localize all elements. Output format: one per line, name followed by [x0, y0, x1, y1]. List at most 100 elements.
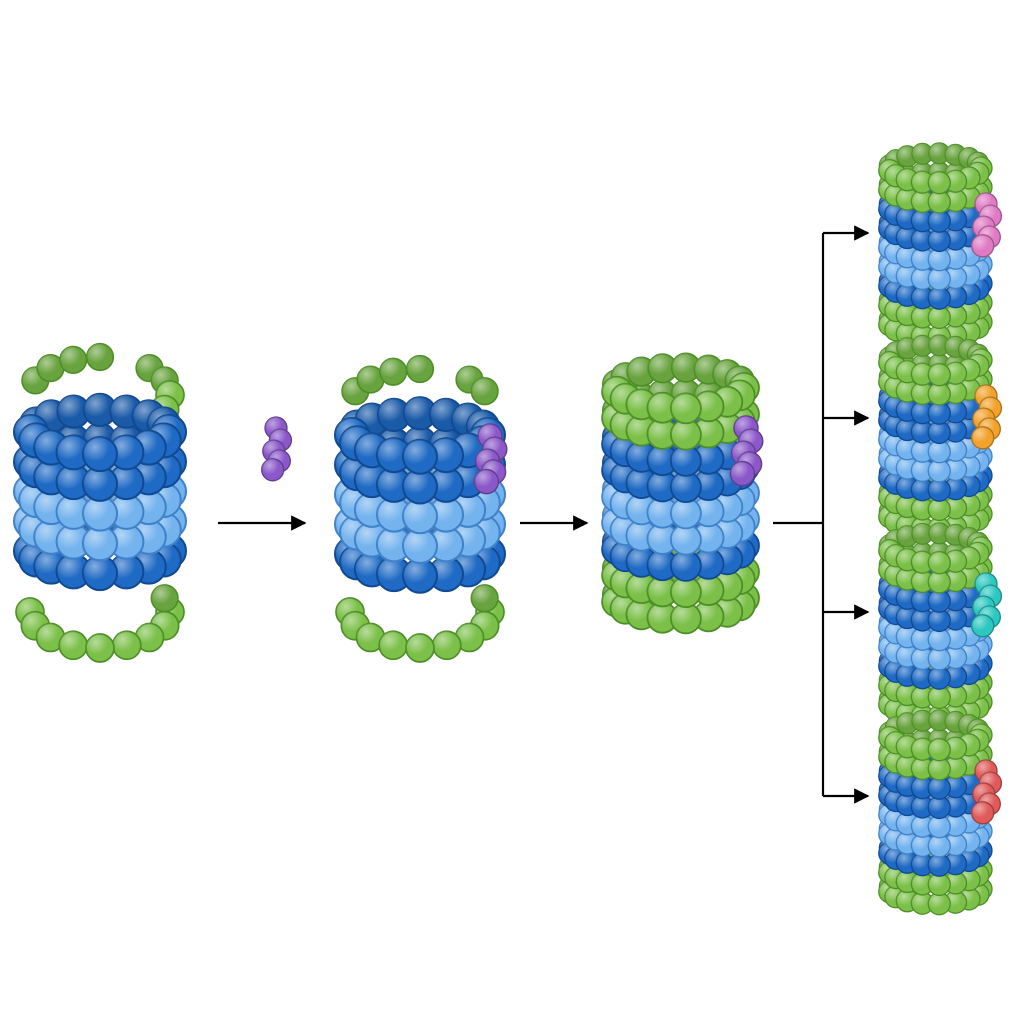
variant-orange-barrel-ring-2-bead-shine: [911, 401, 934, 424]
bottom-green-arc-bead-shine: [59, 631, 88, 660]
assembled-barrel-ring-6-bead-shine: [647, 550, 678, 581]
stage-assembled: [601, 352, 764, 635]
blue-core-ring-4-bead-shine: [109, 554, 144, 589]
bottom-green-arc-tip: [150, 584, 179, 613]
variant-teal-barrel-ring-1-bead-shine: [928, 570, 951, 593]
variant-orange-barrel-ring-5-bead-shine: [911, 459, 934, 482]
variant-red-barrel-ring-4-bead-shine: [928, 815, 951, 838]
variant-teal-barrel-ring-4-bead-shine: [911, 628, 934, 651]
variant-teal-subunit: [971, 572, 1003, 638]
variant-pink-barrel-ring-6-bead-shine: [928, 287, 951, 310]
variant-orange-barrel-ring-0-bead-shine: [911, 363, 934, 386]
variant-pink-barrel-ring-2-bead-shine: [911, 209, 934, 232]
p-blue-core-ring-0-bead-back-shine: [377, 398, 411, 432]
variant-orange-barrel-ring-7-bead-shine: [928, 498, 951, 521]
variant-teal-barrel-ring-0-bead-shine: [928, 551, 951, 574]
variant-teal-barrel-ring-2-bead-shine: [928, 590, 951, 613]
variant-teal-barrel-ring-5-bead-shine: [911, 647, 934, 670]
p-top-green-arc-left-bead-back-shine: [379, 358, 407, 386]
p-blue-core-ring-0-bead-back-shine: [403, 397, 437, 430]
blue-core-ring-4-bead-shine: [83, 556, 117, 591]
blue-core-ring-0-bead-shine: [83, 437, 117, 472]
variant-orange-barrel-ring-6-bead-shine: [911, 478, 934, 501]
complexes-layer: [12, 142, 1003, 916]
variant-orange-barrel-ring-5-bead-shine: [928, 459, 951, 482]
assembled-barrel-ring-0-bead-shine: [670, 393, 701, 424]
variant-pink-barrel-ring-0: [878, 142, 993, 195]
blue-core-ring-1-bead-shine: [109, 465, 144, 500]
assembled-barrel-ring-0: [601, 352, 760, 425]
variant-teal: [878, 522, 1003, 729]
blue-core-ring-2-bead-shine: [109, 494, 144, 529]
top-green-arc-left-bead-back-shine: [59, 346, 87, 374]
variant-orange-barrel-ring-0: [878, 334, 993, 387]
p-blue-core-ring-2-bead-shine: [429, 497, 464, 532]
assembled-barrel-ring-6-bead-shine: [693, 548, 724, 579]
p-blue-core-ring-1-bead-shine: [376, 467, 411, 502]
variant-red-barrel-ring-6-bead-shine: [928, 854, 951, 877]
bottom-green-arc-bead-shine: [86, 634, 114, 662]
variant-pink-barrel-ring-4-bead-shine: [911, 248, 934, 271]
p-blue-core-ring-3-bead-shine: [403, 529, 437, 564]
bottom-green-arc-bead-shine: [36, 623, 65, 652]
blue-core-ring-0-bead-back-shine: [83, 393, 117, 427]
variant-teal-barrel-ring-6-bead-shine: [928, 667, 951, 690]
variant-red-barrel-ring-3-bead-shine: [911, 795, 934, 818]
assembled-barrel-ring-1-bead-shine: [647, 418, 678, 449]
top-green-arc-left: [21, 342, 115, 395]
bottom-green-arc-bead-shine: [112, 631, 141, 660]
variant-orange-barrel-ring-4-bead-shine: [928, 440, 951, 463]
assembled-barrel-ring-2-bead-shine: [647, 445, 678, 476]
variant-red-subunit: [971, 759, 1003, 825]
variant-pink-subunit: [971, 192, 1003, 258]
variant-red-barrel-ring-1-bead-shine: [928, 757, 951, 780]
blue-core: [12, 392, 188, 592]
blue-core-ring-3-bead-shine: [56, 524, 91, 559]
variant-orange-subunit-bead-shine: [971, 426, 994, 449]
variant-pink-barrel-ring-7-bead-shine: [928, 306, 951, 329]
p-blue-core-ring-3-bead-shine: [376, 527, 411, 562]
variant-orange-barrel-ring-0-bead-shine: [928, 363, 951, 386]
variant-orange-barrel-ring-6-bead-shine: [928, 479, 951, 502]
variant-red-barrel-ring-0-bead-shine: [928, 738, 951, 761]
variant-pink-barrel-ring-5-bead-shine: [928, 267, 951, 290]
variant-teal-barrel-ring-7-bead-shine: [928, 686, 951, 709]
variant-pink-barrel-ring-6-bead-shine: [911, 286, 934, 309]
p-bottom-green-arc-bead-shine: [406, 634, 434, 662]
variant-red-barrel-ring-4-bead-shine: [911, 815, 934, 838]
variant-pink-barrel-ring-5-bead-shine: [911, 267, 934, 290]
blue-core-ring-4-bead-shine: [56, 554, 91, 589]
variant-teal-barrel-ring-0-bead-back-shine: [928, 522, 950, 544]
variant-teal-barrel-ring-3-bead-shine: [911, 608, 934, 631]
blue-core-ring-2-bead-shine: [56, 494, 91, 529]
p-top-green-arc-right: [455, 365, 499, 406]
variant-pink-barrel-ring-4-bead-shine: [928, 248, 951, 271]
p-bottom-green-arc-bead-shine: [432, 631, 461, 660]
variant-pink-barrel: [878, 142, 993, 349]
variant-red-subunit-bead-shine: [971, 801, 994, 824]
assembled-barrel-ring-4-bead-shine: [670, 498, 701, 529]
variant-teal-barrel-ring-0-bead-shine: [911, 551, 934, 574]
p-blue-core-ring-2-bead-shine: [376, 497, 411, 532]
p-bottom-green-arc-bead-shine: [455, 623, 484, 652]
p-bound-subunit: [473, 423, 508, 495]
variant-red-barrel-ring-6-bead-shine: [911, 853, 934, 876]
variant-teal-barrel-ring-2-bead-shine: [911, 589, 934, 612]
assembled-barrel-ring-8-bead-shine: [693, 601, 724, 632]
p-bottom-green-arc-bead-shine: [379, 631, 408, 660]
variant-red-barrel-ring-3-bead-shine: [928, 796, 951, 819]
blue-core-ring-3-bead-shine: [83, 526, 117, 561]
assembled-barrel-ring-7-bead-shine: [670, 577, 701, 608]
variant-teal-barrel-ring-3-bead-shine: [928, 609, 951, 632]
blue-core-ring-3-bead-shine: [109, 524, 144, 559]
bottom-green-arc-tip-bead-back-shine: [151, 584, 178, 612]
assembled-barrel-ring-0-bead-back-shine: [671, 353, 701, 382]
top-green-arc-left-bead-back-shine: [86, 343, 114, 371]
variant-pink-barrel-ring-2-bead-shine: [928, 210, 951, 233]
p-bound-subunit-bead-shine: [474, 469, 499, 494]
variant-red-barrel-ring-5-bead-shine: [928, 834, 951, 857]
variant-red-barrel-ring-5-bead-shine: [911, 834, 934, 857]
assembled-barrel-ring-0-bead-shine: [693, 391, 724, 422]
variant-teal-barrel-ring-7-bead-shine: [911, 685, 934, 708]
blue-core-ring-0-bead-shine: [56, 435, 91, 470]
